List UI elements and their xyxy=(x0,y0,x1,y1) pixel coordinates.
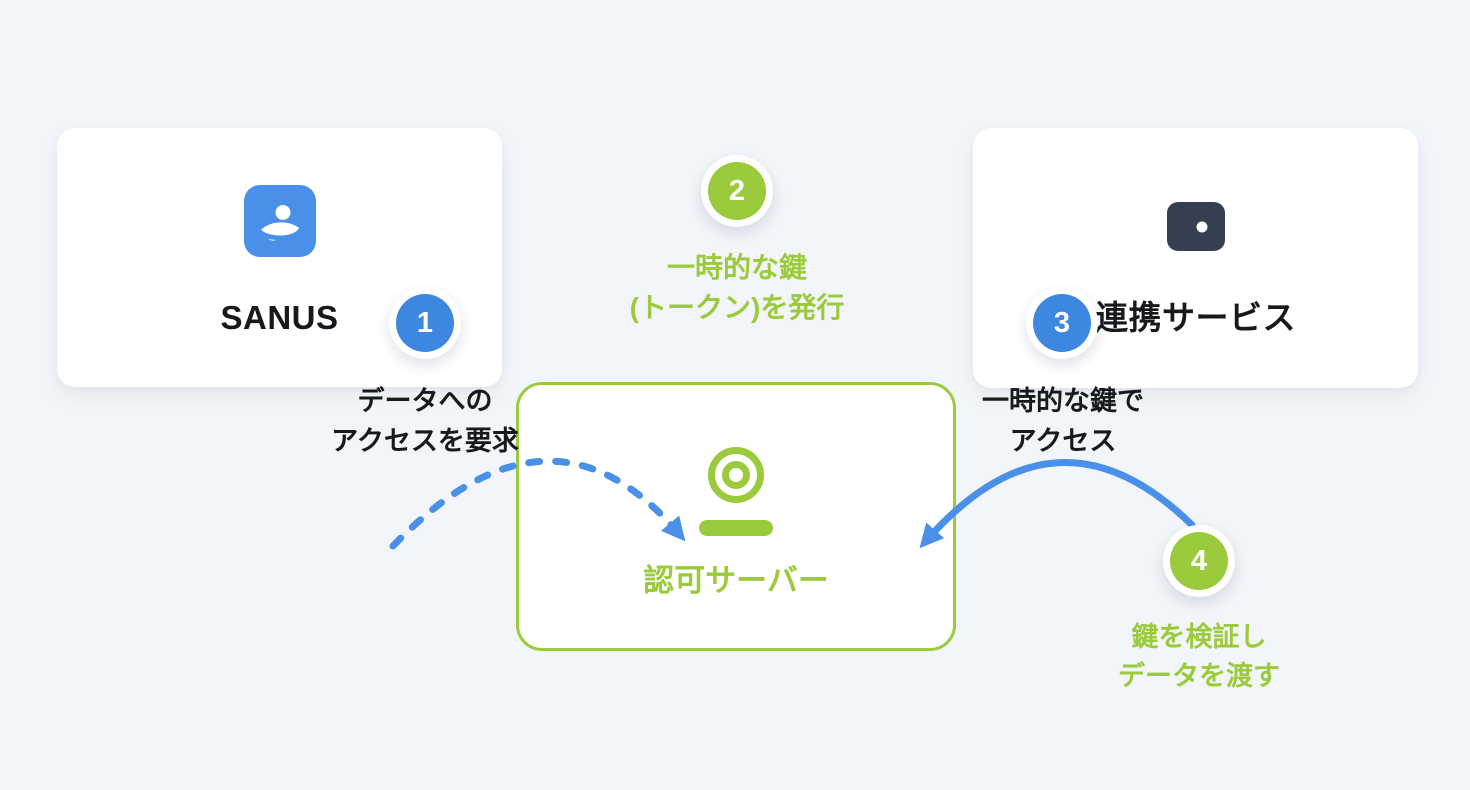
webcam-icon xyxy=(696,437,776,543)
user-icon xyxy=(243,185,316,257)
step-4-label-line1: 鍵を検証し xyxy=(1131,622,1267,652)
step-3-badge: 3 xyxy=(1026,287,1098,359)
auth-server-title: 認可サーバー xyxy=(643,563,829,598)
step-4-label-line2: データを渡す xyxy=(1118,661,1280,691)
step-1-number: 1 xyxy=(396,294,454,352)
step-1-badge: 1 xyxy=(389,287,461,359)
step-2-label: 一時的な鍵 (トークン)を発行 xyxy=(537,248,937,328)
step-4-label: 鍵を検証し データを渡す xyxy=(999,618,1399,696)
step-2-badge: 2 xyxy=(701,155,773,227)
access-arrow xyxy=(919,459,1196,549)
step-1-label-line2: アクセスを要求 xyxy=(331,426,519,456)
step-3-label-line1: 一時的な鍵で xyxy=(982,386,1144,416)
step-3-number: 3 xyxy=(1033,294,1091,352)
step-2-label-line2: (トークン)を発行 xyxy=(629,292,845,323)
service-title: 連携サービス xyxy=(1095,299,1296,336)
step-2-label-line1: 一時的な鍵 xyxy=(666,252,807,283)
step-1-label: データへの アクセスを要求 xyxy=(225,381,625,461)
step-4-number: 4 xyxy=(1170,532,1228,590)
step-4-badge: 4 xyxy=(1163,525,1235,597)
step-3-label-line2: アクセス xyxy=(1009,426,1117,456)
step-2-number: 2 xyxy=(708,162,766,220)
step-1-label-line1: データへの xyxy=(357,386,493,416)
camera-lens-dot xyxy=(1196,221,1208,232)
sanus-title: SANUS xyxy=(220,299,339,336)
camera-icon xyxy=(1166,202,1225,251)
step-3-label: 一時的な鍵で アクセス xyxy=(863,381,1263,461)
